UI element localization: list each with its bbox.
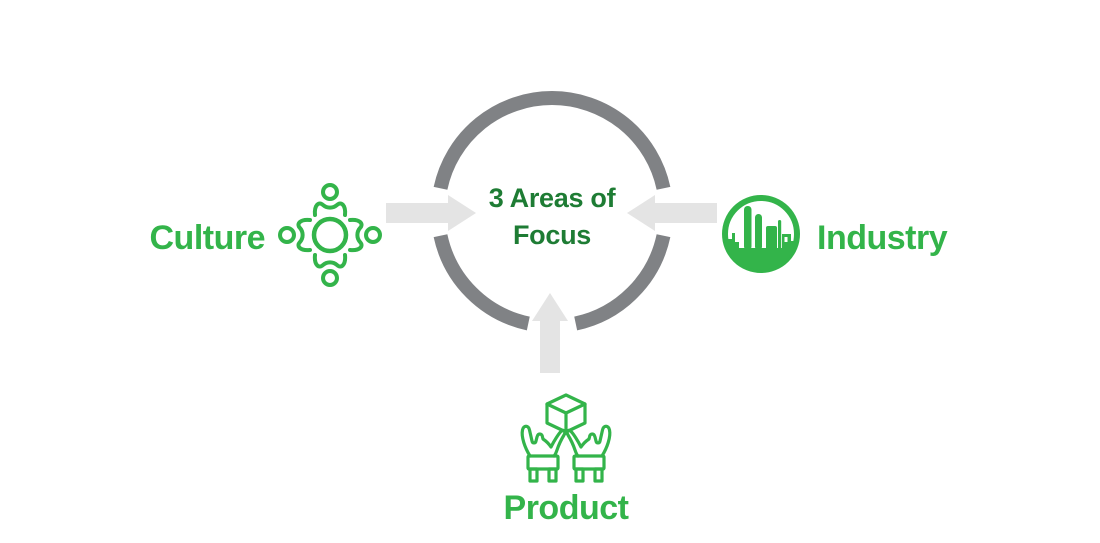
focus-ring	[433, 91, 671, 331]
arrow-culture-to-center	[386, 195, 476, 231]
center-title-line1: 3 Areas of	[488, 183, 616, 213]
product-label: Product	[503, 489, 629, 527]
arrow-product-to-center	[532, 293, 568, 373]
people-group-icon	[278, 183, 382, 287]
culture-label: Culture	[149, 219, 266, 257]
ring-segment-bottom-right	[574, 234, 671, 331]
factory-circle-icon	[722, 195, 800, 273]
industry-label: Industry	[817, 219, 948, 257]
factory-skyline	[725, 206, 797, 270]
hands-holding-box-icon	[520, 393, 612, 483]
center-title-line2: Focus	[512, 220, 591, 250]
right-hand	[565, 424, 612, 483]
left-hand	[520, 424, 567, 483]
table-circle	[311, 216, 349, 254]
ring-segment-top	[433, 91, 671, 190]
ring-segment-bottom-left	[433, 234, 530, 331]
box-cube	[545, 393, 587, 434]
arrow-industry-to-center	[627, 195, 717, 231]
center-title: 3 Areas of Focus	[402, 180, 702, 254]
